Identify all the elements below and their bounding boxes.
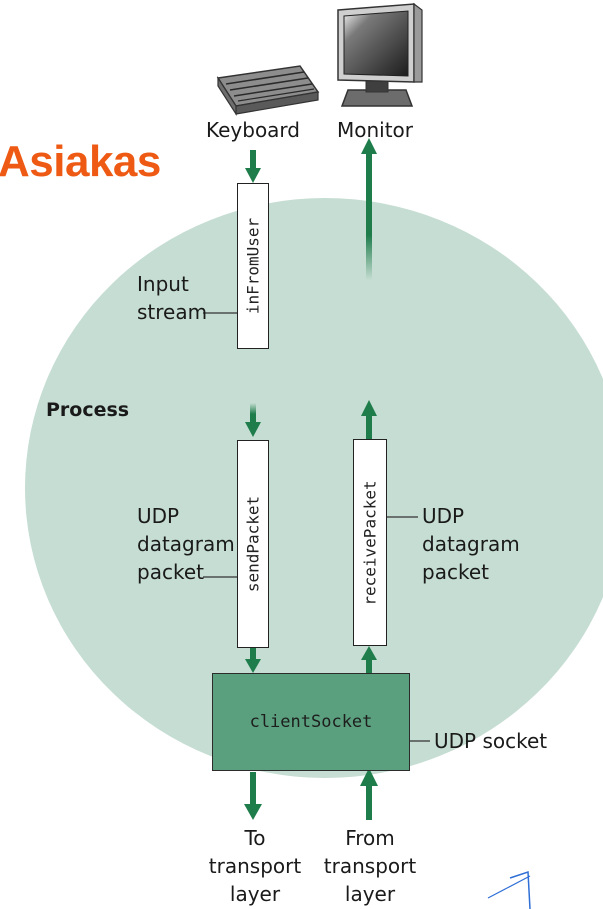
keyboard-to-input-arrow <box>245 150 261 183</box>
receive-datagram-label: UDP datagram packet <box>422 504 520 584</box>
to-transport-arrow <box>244 772 262 820</box>
monitor-label: Monitor <box>336 118 414 142</box>
socket-to-receive-arrow <box>361 646 377 673</box>
in-from-user-box: inFromUser <box>237 183 269 349</box>
client-socket-box: clientSocket <box>212 673 410 771</box>
send-packet-label: sendPacket <box>243 495 263 593</box>
pen-stroke <box>509 870 531 909</box>
receive-packet-label: receivePacket <box>360 479 380 606</box>
process-area <box>25 198 603 778</box>
process-label: Process <box>46 399 130 421</box>
to-send-packet-arrow <box>245 403 261 437</box>
in-from-user-label: inFromUser <box>243 217 263 315</box>
send-datagram-label: UDP datagram packet <box>137 504 235 584</box>
keyboard-icon <box>216 65 320 117</box>
to-transport-label: To transport layer <box>208 826 302 906</box>
input-stream-label: Input stream <box>137 272 208 324</box>
client-socket-label: clientSocket <box>249 712 373 732</box>
from-transport-label: From transport layer <box>323 826 417 906</box>
pen-stroke-tail <box>487 875 531 899</box>
udp-socket-label: UDP socket <box>434 729 548 753</box>
page-title: Asiakas <box>0 137 161 186</box>
keyboard-label: Keyboard <box>205 118 300 142</box>
receive-packet-box: receivePacket <box>353 439 387 646</box>
to-monitor-arrow <box>361 138 377 280</box>
monitor-icon <box>337 2 423 107</box>
from-transport-arrow <box>360 768 378 820</box>
from-receive-packet-arrow <box>361 400 377 439</box>
send-packet-box: sendPacket <box>237 440 269 648</box>
send-to-socket-arrow <box>245 648 261 673</box>
